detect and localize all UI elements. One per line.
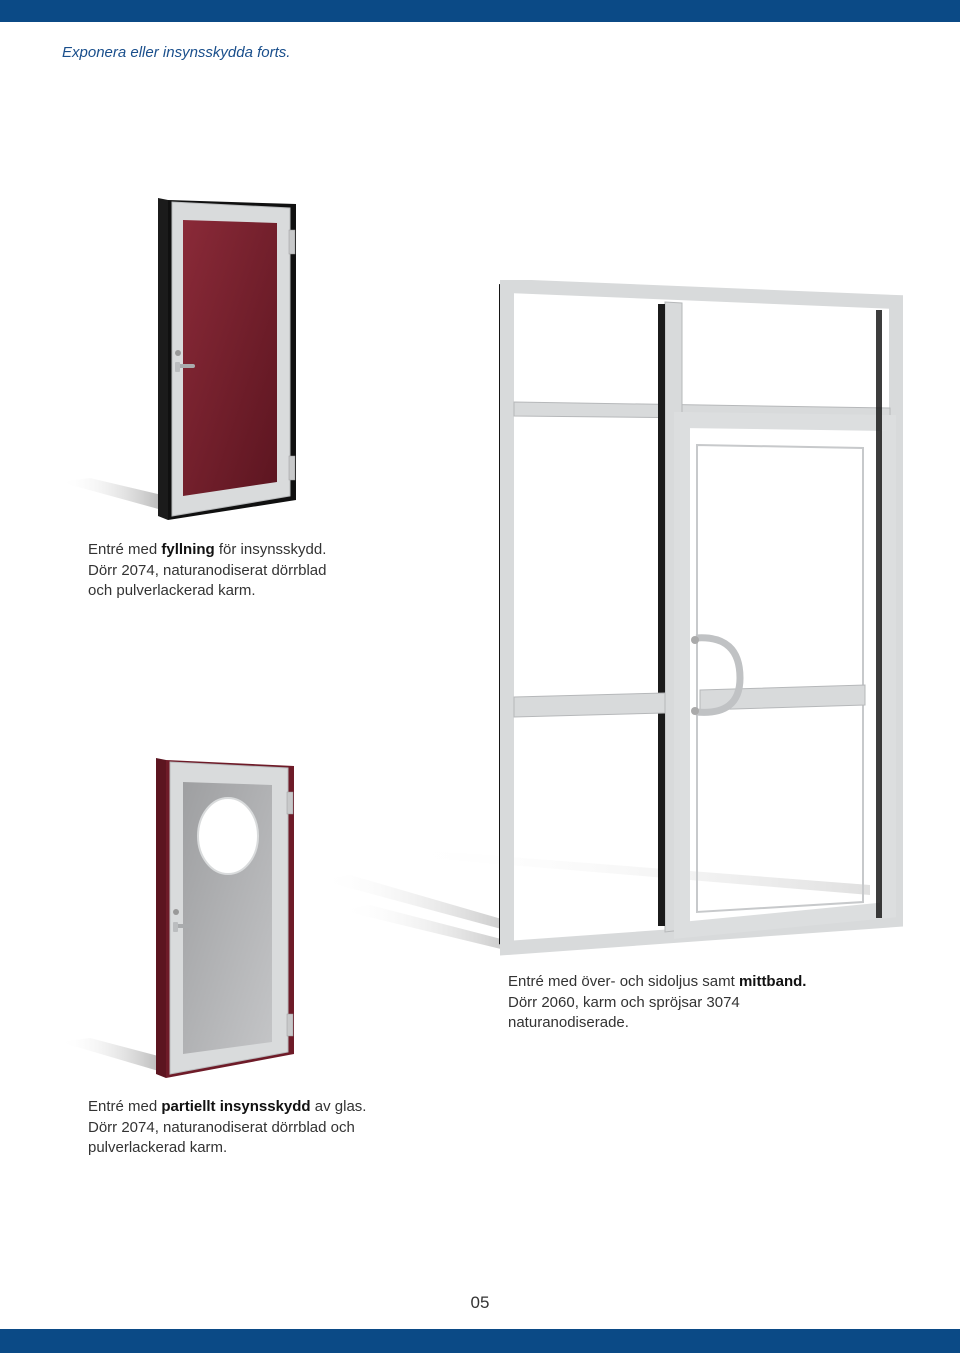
caption-text: för insynsskydd. — [214, 541, 327, 558]
caption-line: Dörr 2074, naturanodiserat dörrblad — [88, 561, 327, 579]
caption-text: Entré med — [88, 1098, 162, 1115]
door-with-panel-illustration — [60, 198, 296, 520]
caption-emphasis: fyllning — [161, 541, 215, 558]
bottom-bar — [0, 1329, 960, 1353]
caption-line: Dörr 2060, karm och spröjsar 3074 — [508, 993, 740, 1011]
caption-door-with-panel: Entré med fyllning för insynsskydd. Dörr… — [88, 540, 326, 602]
caption-text: Entré med över- och sidoljus samt — [508, 973, 739, 990]
caption-line: pulverlackerad karm. — [88, 1139, 228, 1156]
page-number: 05 — [470, 1293, 490, 1312]
caption-emphasis: mittband. — [738, 973, 807, 990]
caption-line: Dörr 2074, naturanodiserat dörrblad och — [88, 1118, 355, 1136]
caption-text: av glas. — [310, 1098, 367, 1115]
caption-door-with-round-window: Entré med partiellt insynsskydd av glas.… — [88, 1097, 366, 1159]
door-with-round-window-illustration — [60, 758, 294, 1078]
caption-text: Entré med — [88, 541, 162, 558]
top-bar — [0, 0, 960, 22]
caption-line: och pulverlackerad karm. — [88, 582, 256, 599]
caption-entrance-with-sidelight: Entré med över- och sidoljus samt mittba… — [508, 972, 806, 1034]
caption-line: naturanodiserade. — [508, 1014, 629, 1031]
entrance-with-sidelight-illustration — [320, 280, 903, 956]
caption-emphasis: partiellt insynsskydd — [161, 1098, 311, 1115]
page-header-title: Exponera eller insynsskydda forts. — [62, 44, 291, 61]
